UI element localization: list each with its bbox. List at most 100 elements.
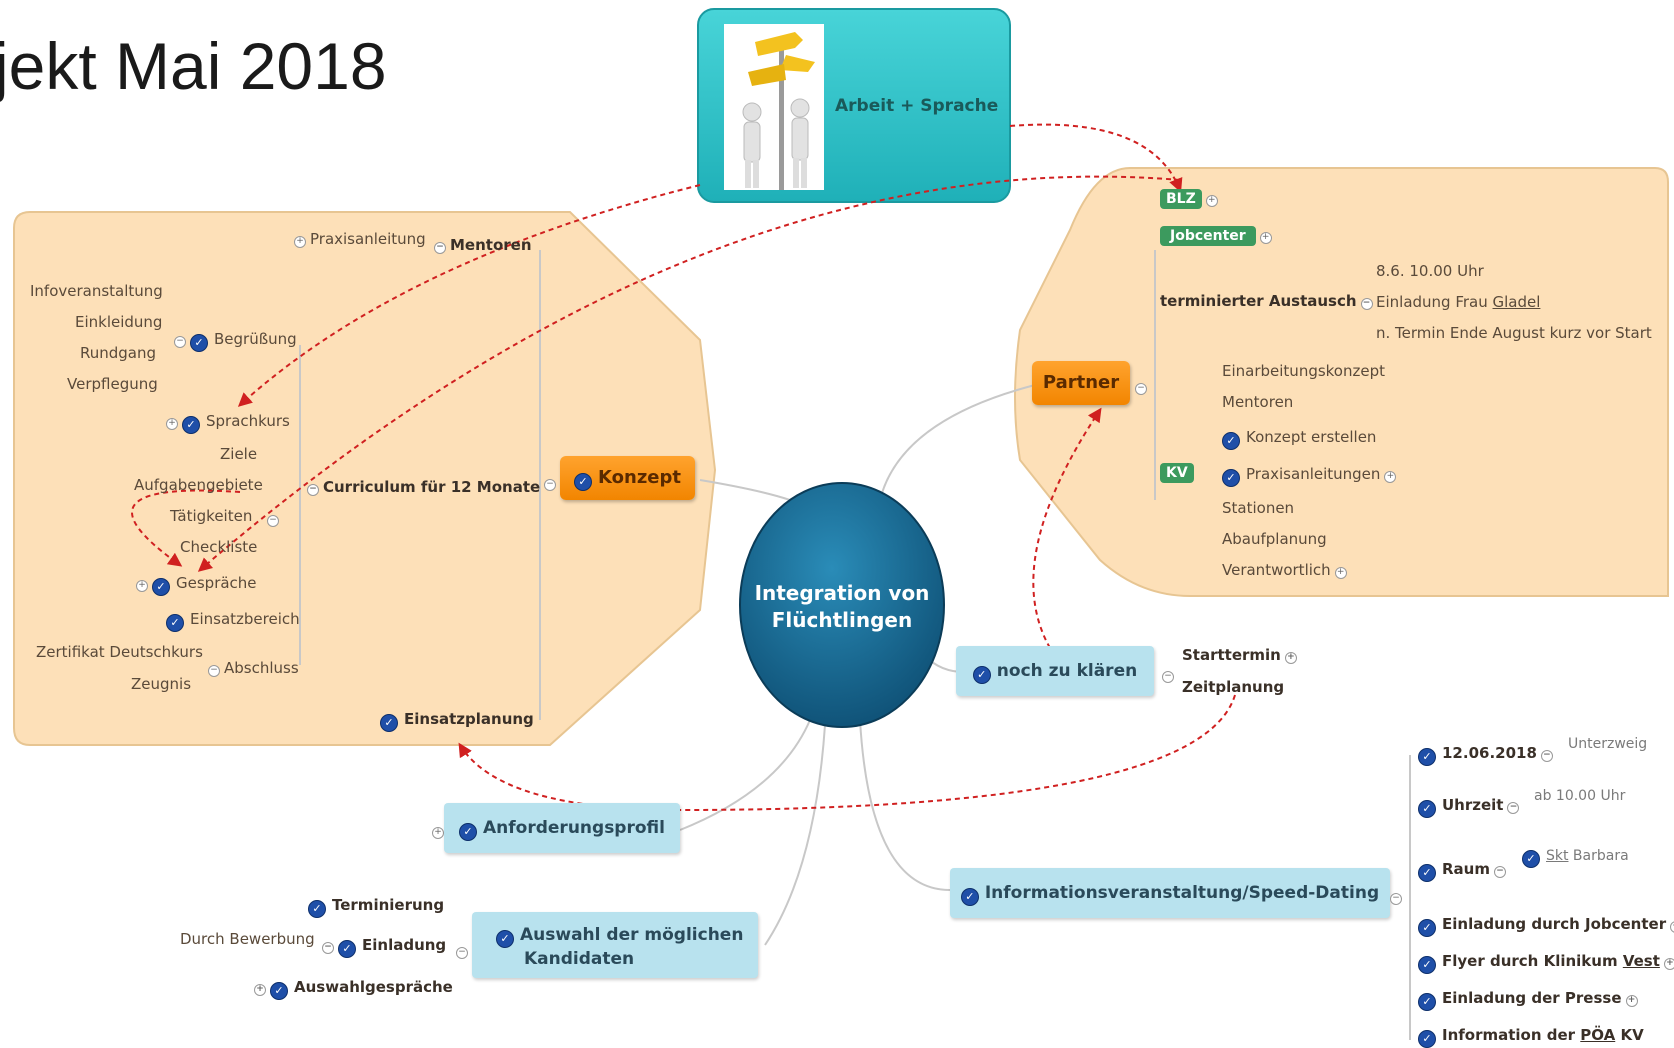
klaeren-node[interactable]: ✓ noch zu klären [956,646,1154,696]
check-icon: ✓ [1418,864,1436,882]
auswahl-toggle[interactable]: − [452,940,472,959]
check-icon: ✓ [270,982,288,1000]
info-child-1[interactable]: ✓Flyer durch Klinikum Vest+ [1418,952,1674,974]
curriculum-item[interactable]: −Curriculum für 12 Monate [303,478,540,496]
curriculum-items-toggle[interactable]: − [263,508,283,527]
konzept-label: Konzept [598,467,681,488]
kv-child-6[interactable]: Verantwortlich+ [1222,561,1351,579]
klaeren-child-1: Zeitplanung [1182,678,1285,696]
kv-child-3-label: Praxisanleitungen [1246,465,1381,483]
durch-bewerbung: Durch Bewerbung [180,930,315,948]
klaeren-child-0[interactable]: Starttermin+ [1182,646,1301,664]
austausch-label: terminierter Austausch [1160,292,1357,310]
info-child-2[interactable]: ✓Einladung der Presse+ [1418,989,1642,1011]
info-child-3[interactable]: ✓Information der PÖA KV [1418,1026,1644,1048]
gespraeche-item[interactable]: +✓Gespräche [132,574,257,596]
austausch-item[interactable]: terminierter Austausch− [1160,292,1377,310]
kv-label: KV [1160,463,1194,483]
klaeren-child-0-label: Starttermin [1182,646,1281,664]
check-icon: ✓ [1522,850,1540,868]
curriculum-child-0: Ziele [220,445,258,463]
einsatzplanung-item[interactable]: ✓Einsatzplanung [380,710,534,732]
jobcenter-item[interactable]: Jobcenter+ [1160,225,1276,246]
info-uhrzeit-label: Uhrzeit [1442,796,1504,814]
center-label: Integration von Flüchtlingen [754,581,930,632]
info-node[interactable]: ✓ Informationsveranstaltung/Speed-Dating [950,868,1390,918]
info-label: Informationsveranstaltung/Speed-Dating [984,883,1380,903]
anforderung-label: Anforderungsprofil [483,818,665,838]
curriculum-label: Curriculum für 12 Monate [323,478,541,496]
anforderung-node[interactable]: ✓ Anforderungsprofil [444,803,680,853]
kv-child-6-label: Verantwortlich [1222,561,1331,579]
kv-child-2[interactable]: ✓ Konzept erstellen [1222,428,1376,450]
info-child-1-label: Flyer durch Klinikum [1442,952,1623,970]
austausch-child-2: n. Termin Ende August kurz vor Start [1376,324,1652,342]
check-icon: ✓ [960,888,979,906]
kv-item[interactable]: KV [1160,462,1194,483]
gespraeche-label: Gespräche [176,574,257,592]
auswahl-child-0[interactable]: ✓Terminierung [308,896,444,918]
mentoren-label: Mentoren [450,236,532,254]
center-node[interactable]: Integration von Flüchtlingen [742,580,942,634]
abschluss-child-1: Zeugnis [131,675,192,693]
auswahl-child-1[interactable]: −✓Einladung [318,936,446,958]
info-datum-note: Unterzweig [1568,736,1648,752]
einsatzbereich-item[interactable]: ✓Einsatzbereich [166,610,300,632]
check-icon: ✓ [182,416,200,434]
einsatzplanung-label: Einsatzplanung [404,710,534,728]
info-child-3-rest: KV [1615,1026,1644,1044]
konzept-node[interactable]: ✓ Konzept [560,456,695,500]
auswahl-node[interactable]: ✓Auswahl der möglichen Kandidaten [472,912,758,978]
klaeren-toggle[interactable]: − [1158,664,1178,683]
info-datum[interactable]: ✓12.06.2018− [1418,744,1557,766]
blz-item[interactable]: BLZ+ [1160,188,1222,209]
info-raum[interactable]: ✓Raum− [1418,860,1510,882]
info-toggle[interactable]: − [1386,886,1406,905]
auswahl-label-line2: Kandidaten [524,949,635,969]
sprachkurs-label: Sprachkurs [206,412,290,430]
kv-child-0: Einarbeitungskonzept [1222,362,1386,380]
partner-toggle[interactable]: − [1131,376,1151,395]
praxisanleitung-item[interactable]: +Praxisanleitung [290,230,426,248]
kv-child-2-label: Konzept erstellen [1246,428,1377,446]
check-icon: ✓ [1418,800,1436,818]
check-icon: ✓ [1418,1030,1436,1048]
jobcenter-label: Jobcenter [1160,226,1256,246]
check-icon: ✓ [1222,432,1240,450]
check-icon: ✓ [574,473,592,491]
check-icon: ✓ [338,940,356,958]
info-datum-label: 12.06.2018 [1442,744,1537,762]
signpost-icon [742,32,815,190]
info-child-3-link: PÖA [1580,1026,1616,1044]
check-icon: ✓ [459,823,478,841]
check-icon: ✓ [1418,919,1436,937]
sprachkurs-item[interactable]: +✓Sprachkurs [162,412,290,434]
partner-region [1014,167,1669,597]
anforderung-toggle[interactable]: + [428,820,448,839]
konzept-toggle[interactable]: − [540,472,560,491]
check-icon: ✓ [496,930,514,948]
center-node-shape[interactable] [739,482,945,728]
arbeit-label: Arbeit + Sprache [835,96,999,116]
begruessung-child-0: Infoveranstaltung [30,282,163,300]
check-icon: ✓ [308,900,326,918]
begruessung-child-1: Einkleidung [75,313,163,331]
kv-child-3[interactable]: ✓Praxisanleitungen+ [1222,465,1400,487]
auswahl-child-2[interactable]: +✓Auswahlgespräche [250,978,453,1000]
klaeren-label: noch zu klären [996,661,1138,681]
begruessung-item[interactable]: −✓Begrüßung [170,330,297,352]
check-icon: ✓ [190,334,208,352]
info-raum-label: Raum [1442,860,1490,878]
info-child-0[interactable]: ✓Einladung durch Jobcenter+ [1418,915,1674,937]
connectors [299,250,1411,1040]
check-icon: ✓ [972,666,991,684]
mentoren-item[interactable]: −Mentoren [430,236,532,254]
abschluss-item[interactable]: −Abschluss [204,659,299,677]
einsatzbereich-label: Einsatzbereich [190,610,300,628]
kv-child-4: Stationen [1222,499,1295,517]
partner-node[interactable]: Partner [1032,361,1130,405]
info-uhrzeit[interactable]: ✓Uhrzeit− [1418,796,1523,818]
check-icon: ✓ [1418,748,1436,766]
check-icon: ✓ [1418,956,1436,974]
